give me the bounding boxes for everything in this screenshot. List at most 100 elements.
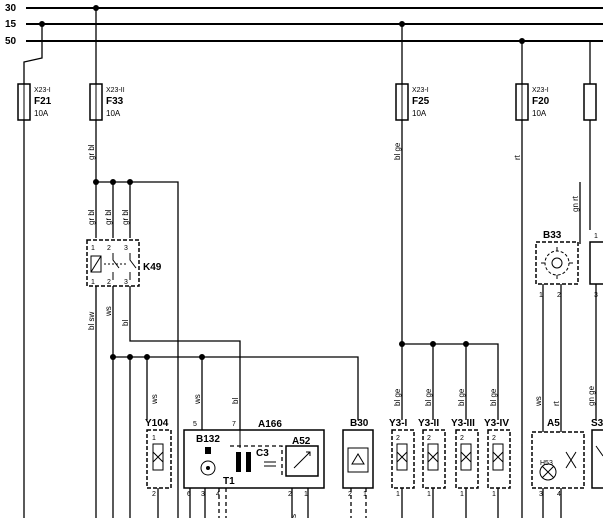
wire-color-label: gn rt bbox=[571, 195, 580, 212]
pin-number: 1 bbox=[539, 292, 543, 299]
pin-number: 2 bbox=[492, 435, 496, 442]
fuse-f25: X23-I F25 10A bl ge bbox=[393, 24, 430, 344]
component-ref: A5 bbox=[547, 418, 560, 429]
component-ref: C3 bbox=[256, 448, 269, 459]
wire-color-label: gr bl bbox=[87, 144, 96, 160]
fuse-rating: 10A bbox=[106, 109, 121, 118]
pin-number: 2 bbox=[557, 292, 561, 299]
bus-label-50: 50 bbox=[5, 36, 17, 47]
bus-label-30: 30 bbox=[5, 3, 17, 14]
pin-number: 7 bbox=[232, 421, 236, 428]
transistor-icon bbox=[565, 451, 577, 469]
fuse-ref: F20 bbox=[532, 96, 550, 107]
wire-color-label: bl ge bbox=[457, 388, 466, 406]
pin-number: 1 bbox=[152, 435, 156, 442]
fuse-f20: X23-I F20 10A rt bbox=[513, 41, 550, 518]
pin-number: 2 bbox=[460, 435, 464, 442]
bus-rails: 30 15 50 bbox=[5, 3, 603, 47]
fuse-f21: X23-I F21 10A bbox=[17, 24, 52, 518]
pin-number: 2 bbox=[396, 435, 400, 442]
valve-y104: Y104 1 2 bbox=[145, 418, 172, 518]
pin-number: 6 bbox=[187, 491, 191, 498]
fuse-ref: F33 bbox=[106, 96, 124, 107]
wire-color-label: rt bbox=[552, 400, 561, 406]
fuse-rating: 10A bbox=[412, 109, 427, 118]
pin-number: 2 bbox=[288, 491, 292, 498]
wire-color-label: gr bl bbox=[87, 209, 96, 225]
sensor-b30: B30 3 2 1 bbox=[342, 418, 374, 518]
solenoid-icon bbox=[396, 443, 408, 471]
component-ref: Y3-I bbox=[389, 418, 408, 429]
relay-coil-icon bbox=[90, 255, 102, 273]
transistor-icon bbox=[293, 451, 311, 469]
wire-color-label: ws bbox=[150, 394, 159, 405]
coil-icon bbox=[236, 452, 241, 472]
fuse-location: X23-I bbox=[412, 87, 429, 94]
wire-color-label: gr bl bbox=[121, 209, 130, 225]
pin-number: 1 bbox=[363, 491, 367, 498]
k49-feed: gr bl gr bl gr bl bbox=[87, 179, 179, 518]
solenoid-icon bbox=[460, 443, 472, 471]
component-ref: H53 bbox=[540, 460, 553, 467]
component-ref: Y3-II bbox=[418, 418, 439, 429]
pin-number: 5 bbox=[193, 421, 197, 428]
sensor-b33: B33 1 2 ws rt bbox=[534, 230, 579, 432]
pin-number: 2 bbox=[152, 491, 156, 498]
component-ref: Y3-III bbox=[451, 418, 475, 429]
fuse-location: X23-II bbox=[106, 87, 125, 94]
pin-number: 4 bbox=[216, 491, 220, 498]
fuse-ref: F25 bbox=[412, 96, 430, 107]
capacitor-icon bbox=[264, 461, 276, 467]
component-ref: Y3-IV bbox=[484, 418, 509, 429]
pin-number: 3 bbox=[124, 245, 128, 252]
sensor-icon bbox=[347, 447, 369, 473]
wire-color-label: ws bbox=[193, 394, 202, 405]
wire-color-label: gr bl bbox=[104, 209, 113, 225]
bus-label-15: 15 bbox=[5, 19, 17, 30]
injector-y3-4: Y3-IV 2 1 bbox=[484, 418, 511, 518]
pin-number: 2 bbox=[107, 245, 111, 252]
component-ref: B33 bbox=[543, 230, 562, 241]
pin-number: 3 bbox=[124, 279, 128, 286]
pin-number: 2 bbox=[107, 279, 111, 286]
wire-color-label: bl bbox=[231, 398, 240, 404]
fuse-ref: F21 bbox=[34, 96, 52, 107]
pin-number: 1 bbox=[460, 491, 464, 498]
right-edge-partial: gn rt 1 3 gn ge S3 bbox=[571, 182, 603, 489]
lamp-icon bbox=[539, 463, 557, 481]
wire-color-label: bl ge bbox=[424, 388, 433, 406]
wire-color-label: bl bbox=[121, 320, 130, 326]
pin-number: 1 bbox=[304, 491, 308, 498]
pin-number: 3 bbox=[201, 491, 205, 498]
solenoid-icon bbox=[427, 443, 439, 471]
pin-number: 1 bbox=[594, 233, 598, 240]
wire-color-label: ws bbox=[104, 306, 113, 317]
component-ref: Y104 bbox=[145, 418, 169, 429]
component-ref: B132 bbox=[196, 434, 220, 445]
y3-feed: bl ge bl ge bl ge bl ge bbox=[393, 341, 499, 420]
fuse-partial-right bbox=[583, 41, 597, 230]
fuse-location: X23-I bbox=[532, 87, 549, 94]
injector-y3-1: Y3-I 2 1 bbox=[389, 418, 415, 518]
wire-color-label: bl ge bbox=[393, 142, 402, 160]
k49-outputs: bl sw ws bl bbox=[87, 286, 241, 518]
wire-color-label: bl ge bbox=[393, 388, 402, 406]
relay-k49: 1 2 3 1 2 3 K49 bbox=[86, 239, 162, 287]
component-ref: B30 bbox=[350, 418, 369, 429]
wire-color-label: bl sw bbox=[87, 312, 96, 330]
injector-y3-2: Y3-II 2 1 bbox=[418, 418, 446, 518]
component-ref: T1 bbox=[223, 476, 235, 487]
fuse-f33: X23-II F33 10A gr bl bbox=[87, 8, 125, 238]
fuse-rating: 10A bbox=[34, 109, 49, 118]
component-ref: A52 bbox=[292, 436, 311, 447]
wire-color-label: gn ge bbox=[587, 385, 596, 406]
solenoid-icon bbox=[492, 443, 504, 471]
pin-number: 3 bbox=[539, 491, 543, 498]
pin-number: 1 bbox=[427, 491, 431, 498]
pin-number: 4 bbox=[557, 491, 561, 498]
wire-color-label: bl ge bbox=[489, 388, 498, 406]
component-ref: S3 bbox=[591, 418, 603, 429]
pin-number: 1 bbox=[91, 245, 95, 252]
module-a166: A166 5 7 B132 T1 C3 A52 6 3 4 2 1 s bbox=[183, 419, 325, 518]
